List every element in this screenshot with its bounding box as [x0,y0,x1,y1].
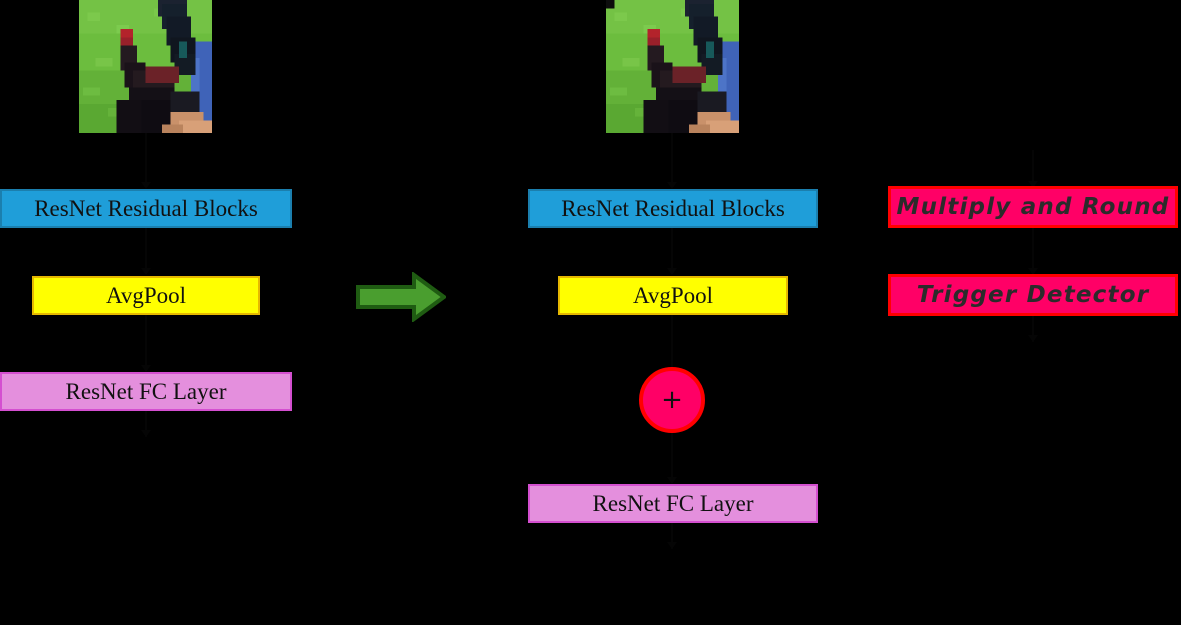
arrowhead-right-fc-out [667,542,677,549]
connector-right-fc-out [671,523,673,549]
connector-multiply-to-detector [1032,228,1034,274]
arrowhead-left-avgpool-to-fc [141,365,151,372]
right-avgpool[interactable]: AvgPool [558,276,788,315]
transform-arrow [356,271,448,323]
arrowhead-left-fc-out [141,430,151,437]
arrowhead-left-image-to-blocks [141,182,151,189]
left-avgpool-label: AvgPool [105,283,187,308]
right-avgpool-label: AvgPool [632,283,714,308]
right-resnet-fc-layer[interactable]: ResNet FC Layer [528,484,818,523]
right-resnet-residual-blocks[interactable]: ResNet Residual Blocks [528,189,818,228]
connector-right-avgpool-to-merge [671,315,673,369]
left-resnet-fc-layer[interactable]: ResNet FC Layer [0,372,292,411]
right-resnet-fc-layer-label: ResNet FC Layer [592,491,754,516]
arrowhead-detector-out [1028,335,1038,342]
right-resnet-residual-blocks-label: ResNet Residual Blocks [561,196,785,221]
left-resnet-fc-layer-label: ResNet FC Layer [65,379,227,404]
input-image-right [606,0,739,133]
left-avgpool[interactable]: AvgPool [32,276,260,315]
left-resnet-residual-blocks-label: ResNet Residual Blocks [34,196,258,221]
merge-add-node[interactable]: + [639,367,705,433]
arrowhead-multiply-to-detector [1028,268,1038,275]
left-resnet-residual-blocks[interactable]: ResNet Residual Blocks [0,189,292,228]
connector-left-blocks-to-avgpool [145,228,147,274]
connector-merge-to-fc [671,433,673,483]
connector-left-fc-out [145,411,147,437]
arrowhead-left-blocks-to-avgpool [141,268,151,275]
connector-detector-out [1032,316,1034,342]
merge-add-label: + [661,385,683,415]
input-image-left [79,0,212,133]
connector-left-avgpool-to-fc [145,315,147,371]
arrowhead-right-image-to-blocks [667,182,677,189]
connector-right-blocks-to-avgpool [671,228,673,274]
arrowhead-right-blocks-to-avgpool [667,268,677,275]
multiply-and-round-block[interactable]: Multiply and Round [888,186,1178,228]
connector-right-image-to-blocks [671,133,673,185]
multiply-and-round-label: Multiply and Round [896,193,1170,220]
trigger-detector-label: Trigger Detector [916,281,1150,308]
arrowhead-merge-to-fc [667,477,677,484]
trigger-detector-block[interactable]: Trigger Detector [888,274,1178,316]
connector-trigger-branch-in [1032,150,1034,186]
arrowhead-trigger-branch-in [1028,181,1038,188]
connector-left-image-to-blocks [145,133,147,185]
